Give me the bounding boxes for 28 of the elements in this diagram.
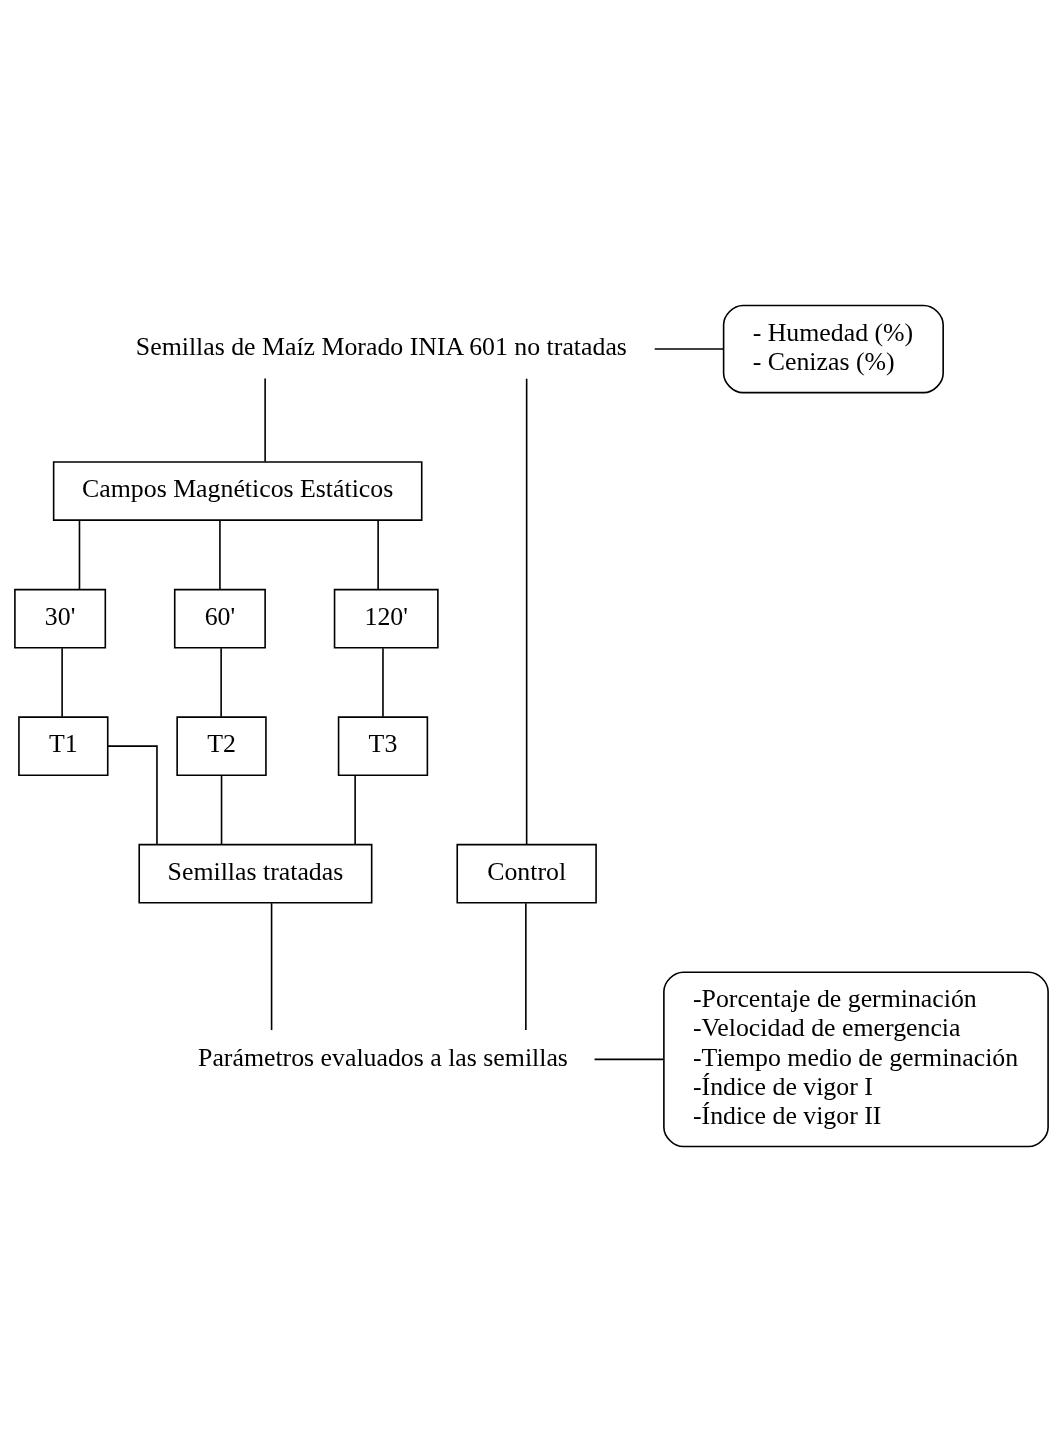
connector	[377, 519, 379, 591]
connector	[107, 745, 158, 845]
connector	[593, 1058, 665, 1061]
connector	[220, 774, 223, 846]
node-box: - Humedad (%) - Cenizas (%)	[722, 304, 944, 394]
connector	[382, 647, 384, 718]
connector	[354, 774, 356, 846]
connector	[653, 348, 725, 350]
connector	[525, 902, 527, 1031]
node-box: 120'	[333, 588, 439, 649]
node-box: Control	[456, 843, 597, 904]
node-text: Semillas de Maíz Morado INIA 601 no tratadas	[135, 332, 627, 362]
node-text: Parámetros evaluados a las semillas	[198, 1042, 568, 1072]
connector	[525, 377, 528, 846]
connector	[264, 377, 266, 463]
node-box: T2	[176, 716, 267, 777]
node-box: -Porcentaje de germinación -Velocidad de emergencia -Tiempo medio de germinación -Índice de vigor I -Índice de vigor II	[663, 971, 1049, 1148]
connector	[61, 647, 63, 718]
node-box: Semillas tratadas	[138, 843, 373, 904]
node-box: Campos Magnéticos Estáticos	[52, 461, 423, 521]
connector	[270, 902, 273, 1031]
node-box: 60'	[173, 588, 266, 649]
connector	[220, 647, 222, 718]
connector	[219, 519, 221, 591]
node-box: 30'	[14, 588, 107, 649]
node-box: T3	[337, 716, 429, 777]
connector	[78, 519, 81, 591]
node-box: T1	[18, 716, 109, 777]
